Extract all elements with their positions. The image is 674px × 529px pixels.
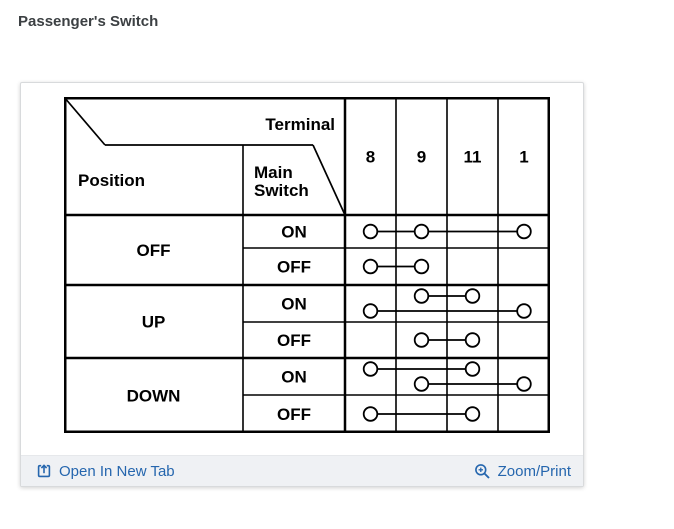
terminal-circle xyxy=(464,406,481,422)
terminal-number: 8 xyxy=(366,148,375,167)
terminal-number: 1 xyxy=(519,148,528,167)
main-switch-state-label: OFF xyxy=(277,331,311,350)
position-label: OFF xyxy=(137,241,171,260)
terminal-circle xyxy=(464,361,481,377)
terminal-circle xyxy=(413,223,430,240)
terminal-header-label: Terminal xyxy=(265,115,335,134)
terminal-circle xyxy=(464,332,481,348)
main-switch-state-label: ON xyxy=(281,368,307,387)
zoom-print-link[interactable]: Zoom/Print xyxy=(474,463,571,480)
open-in-new-tab-label: Open In New Tab xyxy=(59,462,175,480)
main-switch-state-label: ON xyxy=(281,295,307,314)
position-header-label: Position xyxy=(78,171,145,190)
terminal-number: 11 xyxy=(464,148,482,167)
terminal-circle xyxy=(413,258,430,275)
position-label: DOWN xyxy=(127,387,181,406)
terminal-circle xyxy=(362,303,379,319)
zoom-plus-icon xyxy=(474,463,491,480)
main-switch-state-label: OFF xyxy=(277,405,311,424)
terminal-circle xyxy=(516,376,532,392)
open-in-new-tab-icon xyxy=(36,463,52,479)
terminal-circle xyxy=(516,223,532,240)
terminal-circle xyxy=(413,332,430,348)
terminal-circle xyxy=(362,361,379,377)
main-switch-header-label: Main xyxy=(254,163,293,182)
terminal-circle xyxy=(516,303,532,319)
terminal-circle xyxy=(413,288,430,304)
main-switch-header-label: Switch xyxy=(254,181,309,200)
page-title: Passenger's Switch xyxy=(18,13,159,30)
card-footer: Open In New Tab Zoom/Print xyxy=(21,455,583,486)
zoom-print-label: Zoom/Print xyxy=(497,462,571,480)
main-switch-state-label: OFF xyxy=(277,258,311,277)
terminal-number: 9 xyxy=(417,148,426,167)
main-switch-state-label: ON xyxy=(281,223,307,242)
open-in-new-tab-link[interactable]: Open In New Tab xyxy=(36,463,175,480)
header-diagonal xyxy=(63,96,106,146)
terminal-circle xyxy=(362,406,379,422)
position-label: UP xyxy=(142,313,166,332)
terminal-circle xyxy=(362,223,379,240)
terminal-circle xyxy=(413,376,430,392)
terminal-circle xyxy=(464,288,481,304)
terminal-circle xyxy=(362,258,379,275)
table-border xyxy=(64,97,550,433)
header-diagonal xyxy=(312,144,346,216)
